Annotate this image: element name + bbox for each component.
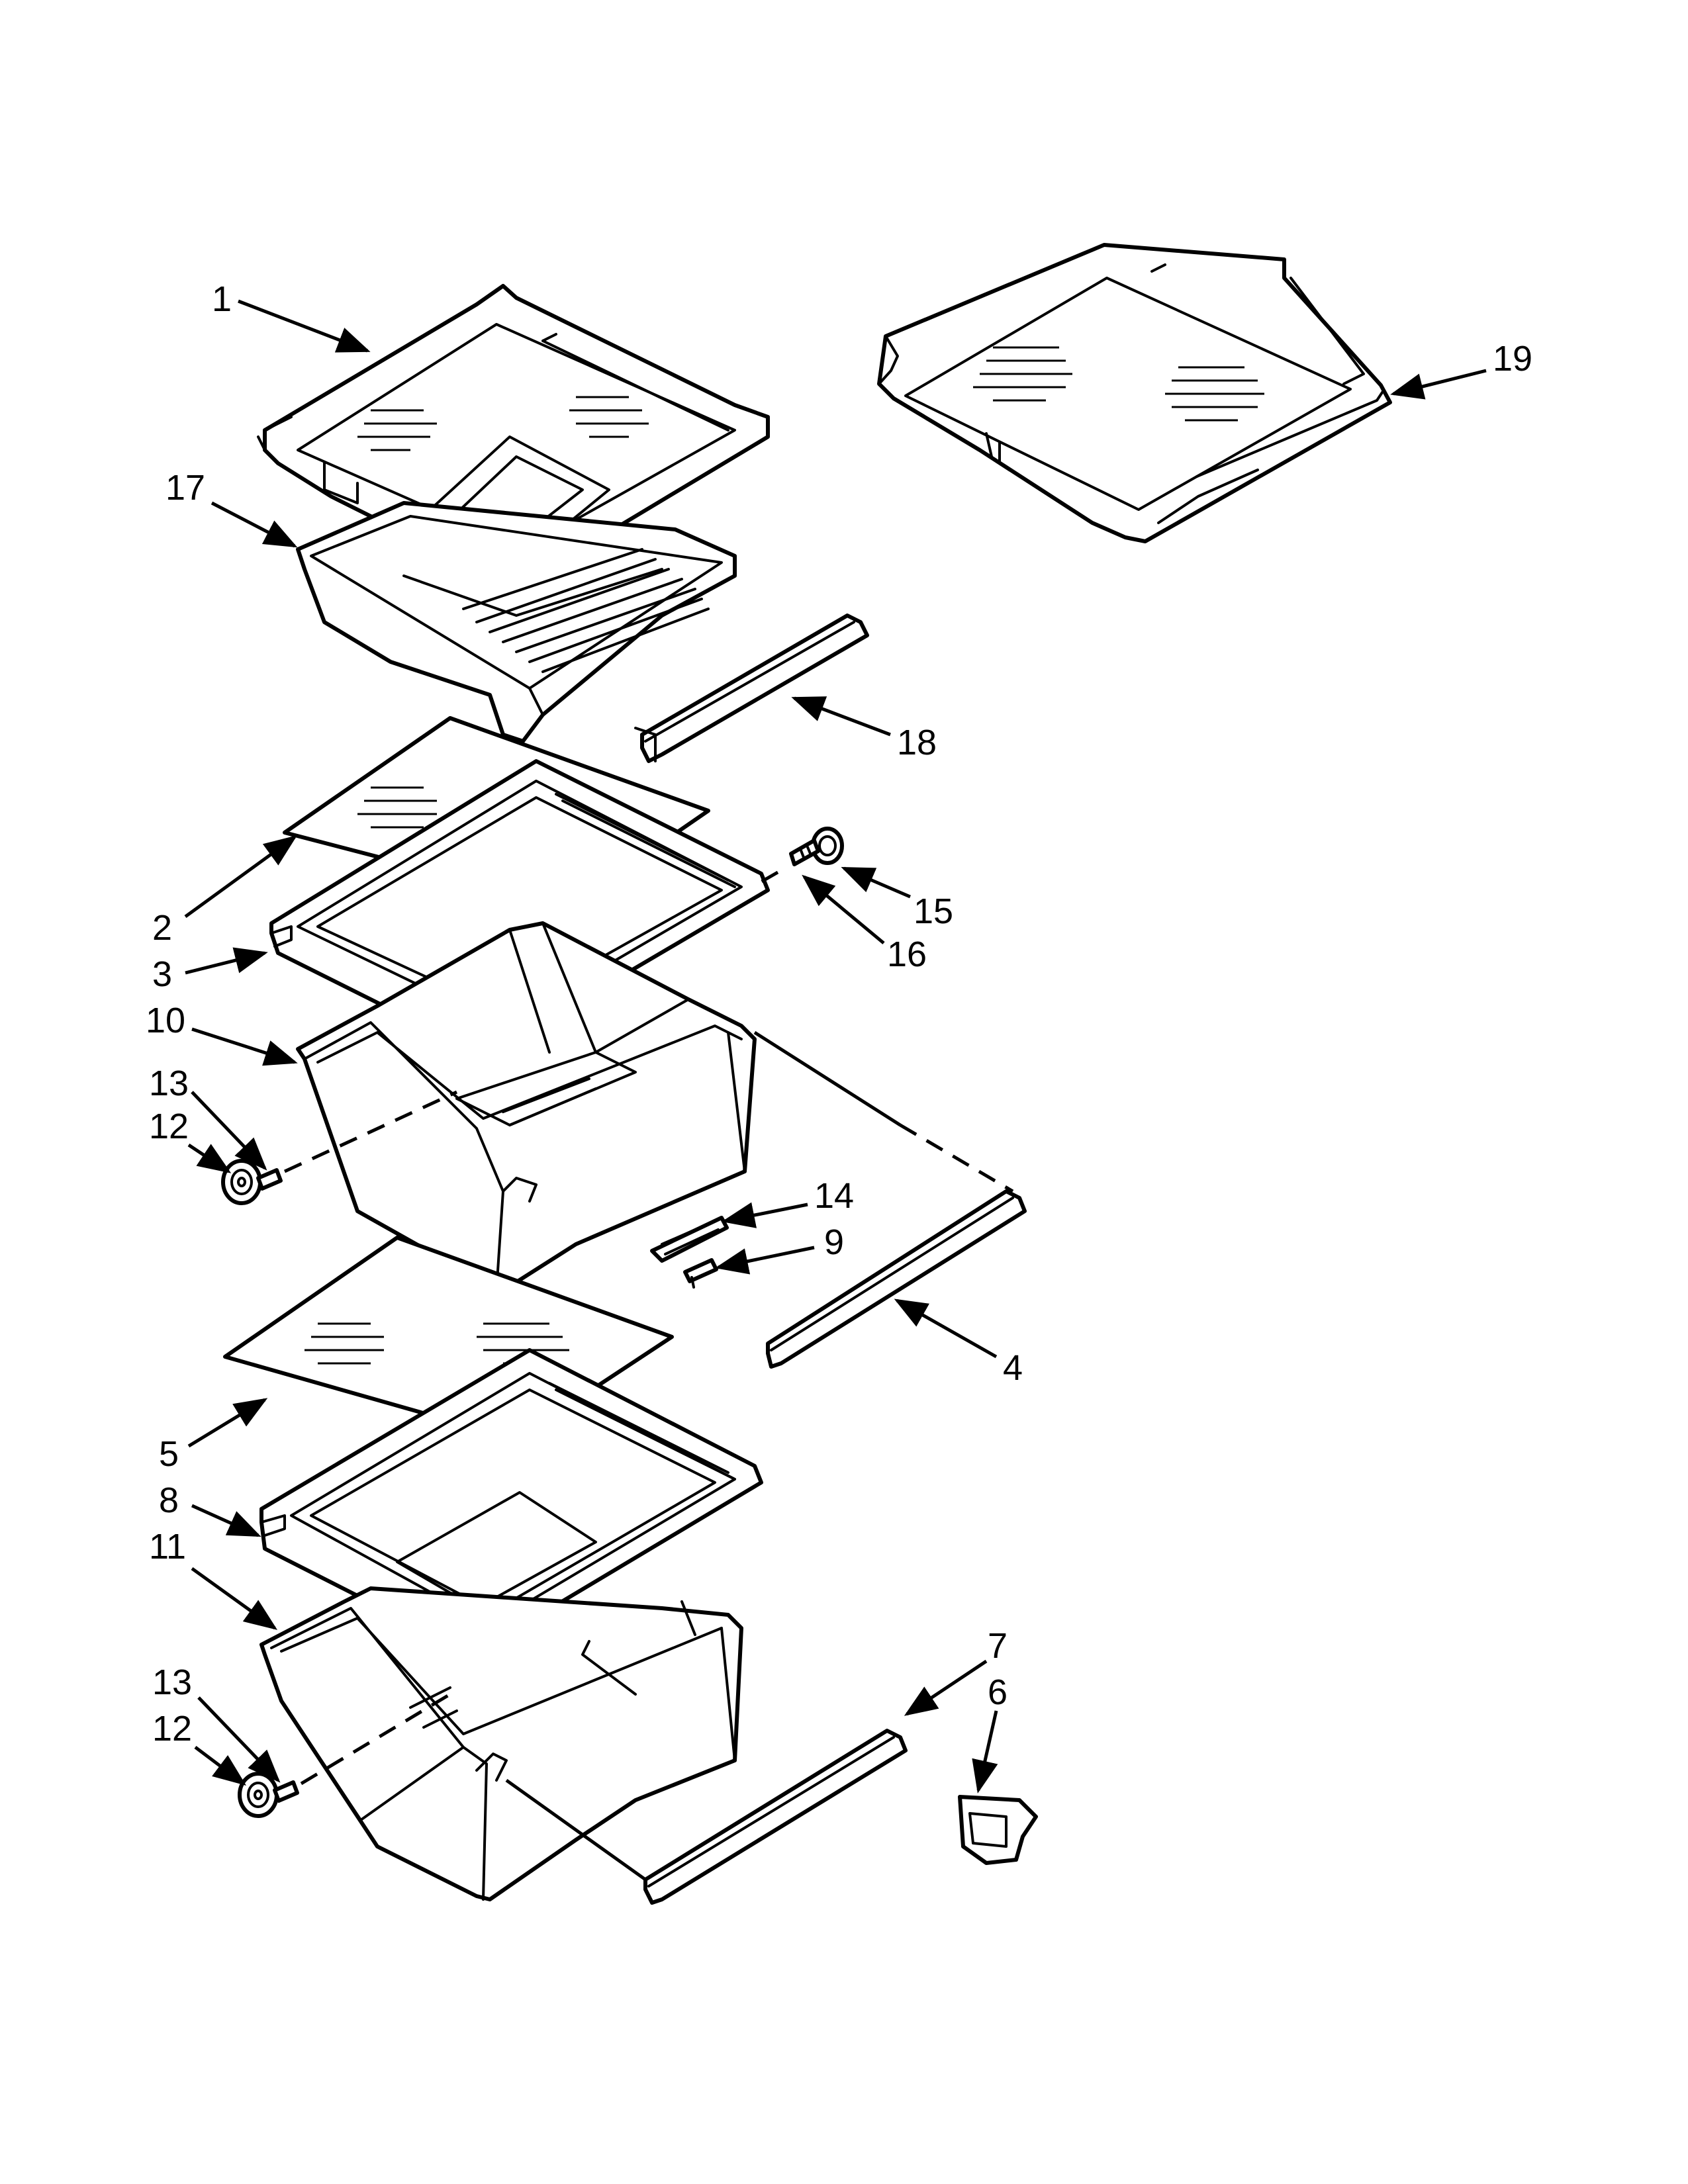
callout-13-lower: 13 xyxy=(152,1662,281,1783)
part-13-axle-upper xyxy=(256,1168,283,1191)
svg-text:12: 12 xyxy=(152,1709,192,1749)
part-15-knob xyxy=(811,827,844,865)
svg-text:10: 10 xyxy=(146,1001,185,1040)
svg-text:7: 7 xyxy=(988,1626,1008,1666)
callout-8: 8 xyxy=(159,1480,261,1537)
callout-12-upper: 12 xyxy=(149,1107,232,1173)
part-16-screw xyxy=(789,839,820,866)
svg-text:9: 9 xyxy=(824,1222,844,1262)
svg-text:1: 1 xyxy=(212,279,232,319)
svg-text:13: 13 xyxy=(149,1064,189,1103)
callout-19: 19 xyxy=(1390,339,1532,400)
svg-text:2: 2 xyxy=(152,908,172,948)
callout-1: 1 xyxy=(212,279,371,353)
callout-7: 7 xyxy=(904,1626,1008,1716)
part-9-tab xyxy=(683,1258,718,1289)
part-10-crisper-drawer xyxy=(296,921,757,1293)
part-17-pan xyxy=(296,501,737,743)
callout-5: 5 xyxy=(159,1398,268,1474)
part-19-glass-shelf xyxy=(877,243,1392,543)
callout-14: 14 xyxy=(722,1176,854,1228)
svg-text:16: 16 xyxy=(887,934,927,974)
callout-2: 2 xyxy=(152,835,298,948)
part-6-bracket xyxy=(958,1795,1038,1865)
callout-12-lower: 12 xyxy=(152,1709,246,1786)
callout-17: 17 xyxy=(165,468,298,548)
svg-text:13: 13 xyxy=(152,1662,192,1702)
svg-text:19: 19 xyxy=(1493,339,1532,379)
part-13-axle-lower xyxy=(273,1780,299,1803)
svg-text:17: 17 xyxy=(165,468,205,508)
callout-9: 9 xyxy=(715,1222,844,1275)
part-7-rail xyxy=(643,1729,908,1905)
svg-text:8: 8 xyxy=(159,1480,179,1520)
part-12-roller-lower xyxy=(238,1772,279,1818)
callout-6: 6 xyxy=(972,1672,1008,1794)
part-11-crisper-drawer xyxy=(259,1586,743,1901)
part-4-rail xyxy=(766,1189,1027,1369)
svg-text:14: 14 xyxy=(814,1176,854,1216)
callout-18: 18 xyxy=(791,696,937,762)
svg-text:3: 3 xyxy=(152,954,172,994)
callout-10: 10 xyxy=(146,1001,298,1066)
svg-text:15: 15 xyxy=(914,891,953,931)
callout-11: 11 xyxy=(149,1527,278,1630)
callout-3: 3 xyxy=(152,947,268,994)
svg-text:5: 5 xyxy=(159,1434,179,1474)
svg-text:4: 4 xyxy=(1003,1348,1023,1388)
glass-hatch xyxy=(973,346,1264,422)
callout-4: 4 xyxy=(894,1298,1023,1388)
svg-text:6: 6 xyxy=(988,1672,1008,1712)
part-14-clip xyxy=(650,1216,729,1263)
callout-13-upper: 13 xyxy=(149,1064,267,1171)
svg-text:11: 11 xyxy=(149,1527,186,1567)
svg-text:18: 18 xyxy=(897,723,937,762)
callout-16: 16 xyxy=(802,874,927,974)
callout-15: 15 xyxy=(841,866,953,931)
part-12-roller-upper xyxy=(221,1159,262,1205)
svg-text:12: 12 xyxy=(149,1107,189,1146)
glass-hatch xyxy=(357,396,649,451)
part-18-rail xyxy=(634,614,869,763)
pan-ribs xyxy=(462,548,710,673)
